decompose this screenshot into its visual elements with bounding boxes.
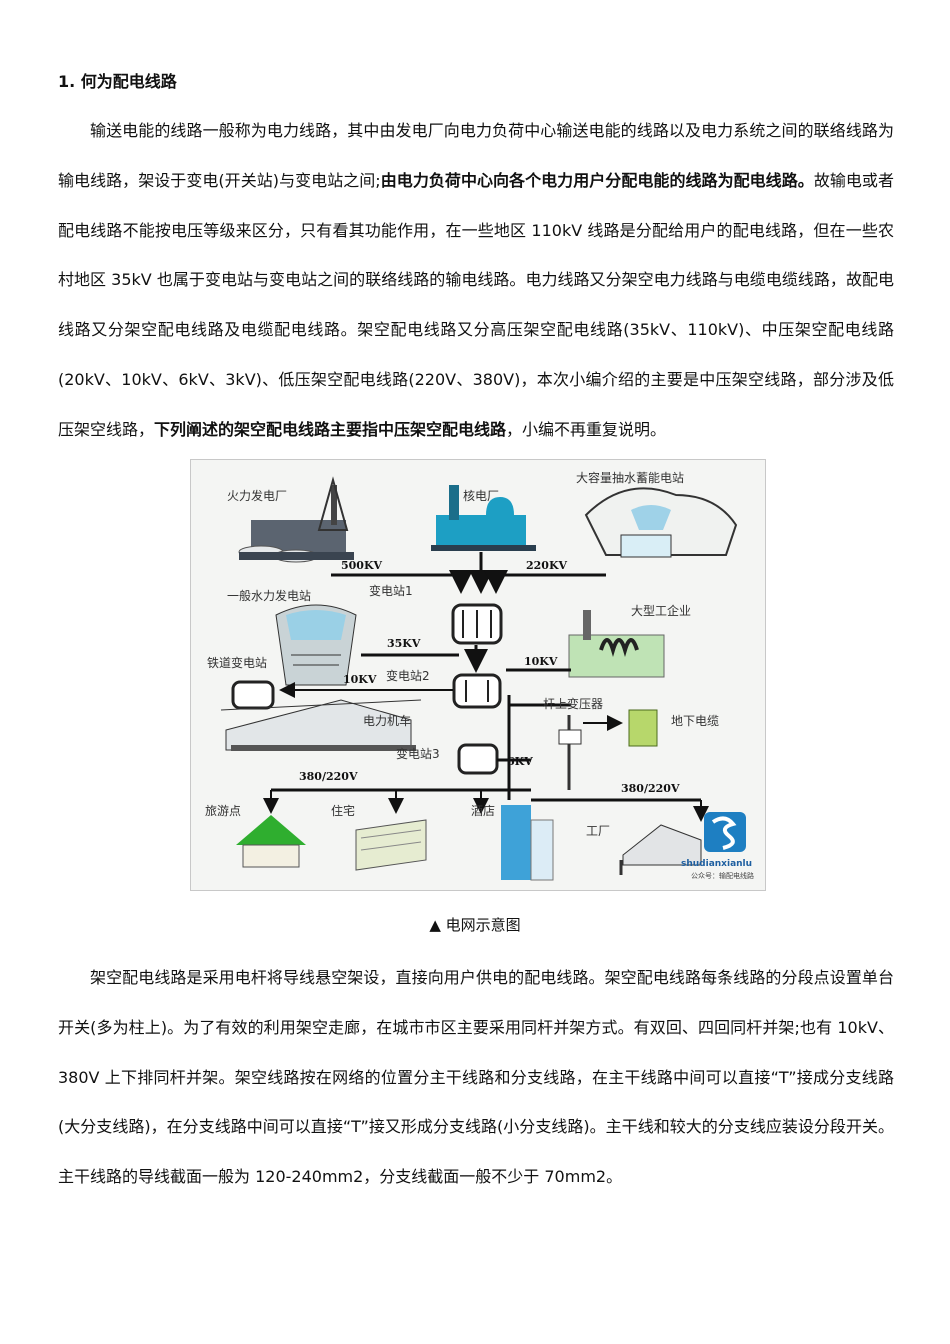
intro-text-3: ，小编不再重复说明。	[506, 419, 667, 439]
logo-subtext: 公众号：输配电线路	[691, 871, 754, 880]
substation-3-icon	[457, 743, 499, 775]
paragraph-intro: 输送电能的线路一般称为电力线路，其中由发电厂向电力负荷中心输送电能的线路以及电力…	[58, 106, 894, 455]
rail-substation-label: 铁道变电站	[207, 655, 267, 670]
factory-label: 工厂	[586, 824, 610, 838]
paragraph-overhead: 架空配电线路是采用电杆将导线悬空架设，直接向用户供电的配电线路。架空配电线路每条…	[58, 968, 894, 1187]
voltage-10kv-rail: 10KV	[343, 673, 377, 686]
voltage-380-220v-left: 380/220V	[299, 770, 358, 783]
voltage-10kv-industry: 10KV	[524, 655, 558, 668]
factory-icon	[619, 824, 702, 875]
hotel-icon	[501, 805, 554, 881]
industry-icon	[568, 610, 665, 678]
voltage-220kv: 220KV	[526, 559, 568, 572]
cable-label: 地下电缆	[671, 714, 719, 728]
intro-text-1: 输送电能的线路一般称为电力线路，其中由发电厂向电力负荷中心输送电能的线路以及电力…	[58, 121, 894, 190]
figure-caption: ▲ 电网示意图	[429, 916, 521, 934]
voltage-35kv: 35KV	[387, 637, 421, 650]
locomotive-label: 电力机车	[363, 713, 411, 728]
residence-icon	[355, 819, 427, 871]
locomotive-icon	[220, 699, 422, 751]
substation-1-label: 变电站1	[369, 583, 413, 598]
thermal-plant-icon	[238, 476, 354, 563]
voltage-380-220v-right: 380/220V	[621, 782, 680, 795]
nuclear-label: 核电厂	[463, 489, 499, 503]
thermal-label: 火力发电厂	[227, 488, 287, 503]
substation-1-icon	[451, 603, 503, 645]
rail-substation-icon	[231, 680, 275, 710]
substation-3-label: 变电站3	[396, 746, 440, 761]
hotel-label: 酒店	[471, 804, 495, 818]
residence-label: 住宅	[331, 803, 355, 818]
intro-bold-1: 由电力负荷中心向各个电力用户分配电能的线路为配电线路。	[380, 170, 814, 190]
nuclear-plant-icon	[431, 485, 536, 551]
intro-bold-2: 下列阐述的架空配电线路主要指中压架空配电线路	[154, 419, 507, 439]
power-grid-diagram: 火力发电厂 核电厂 大容量抽水蓄能电站 500KV 220KV 变电站1 一般水…	[190, 459, 766, 891]
pumped-storage-icon	[584, 487, 738, 558]
hydro-label: 一般水力发电站	[227, 588, 311, 603]
substation-2-label: 变电站2	[386, 668, 430, 683]
industry-label: 大型工企业	[631, 603, 691, 618]
tourism-house-icon	[236, 815, 306, 868]
pole-transformer-icon	[558, 715, 582, 790]
voltage-500kv: 500KV	[341, 559, 383, 572]
logo-icon	[704, 812, 746, 852]
underground-cable-icon	[628, 709, 658, 747]
substation-2-icon	[452, 673, 502, 709]
section-heading: 1. 何为配电线路	[58, 72, 177, 91]
power-grid-svg: 火力发电厂 核电厂 大容量抽水蓄能电站 500KV 220KV 变电站1 一般水…	[205, 470, 754, 881]
pole-transformer-label: 杆上变压器	[543, 696, 603, 711]
hydro-plant-icon	[275, 604, 357, 686]
pumped-label: 大容量抽水蓄能电站	[576, 470, 684, 485]
logo-text: shudianxianlu	[681, 859, 752, 869]
intro-text-2: 故输电或者配电线路不能按电压等级来区分，只有看其功能作用，在一些地区 110kV…	[58, 170, 894, 439]
tourism-label: 旅游点	[205, 804, 241, 818]
